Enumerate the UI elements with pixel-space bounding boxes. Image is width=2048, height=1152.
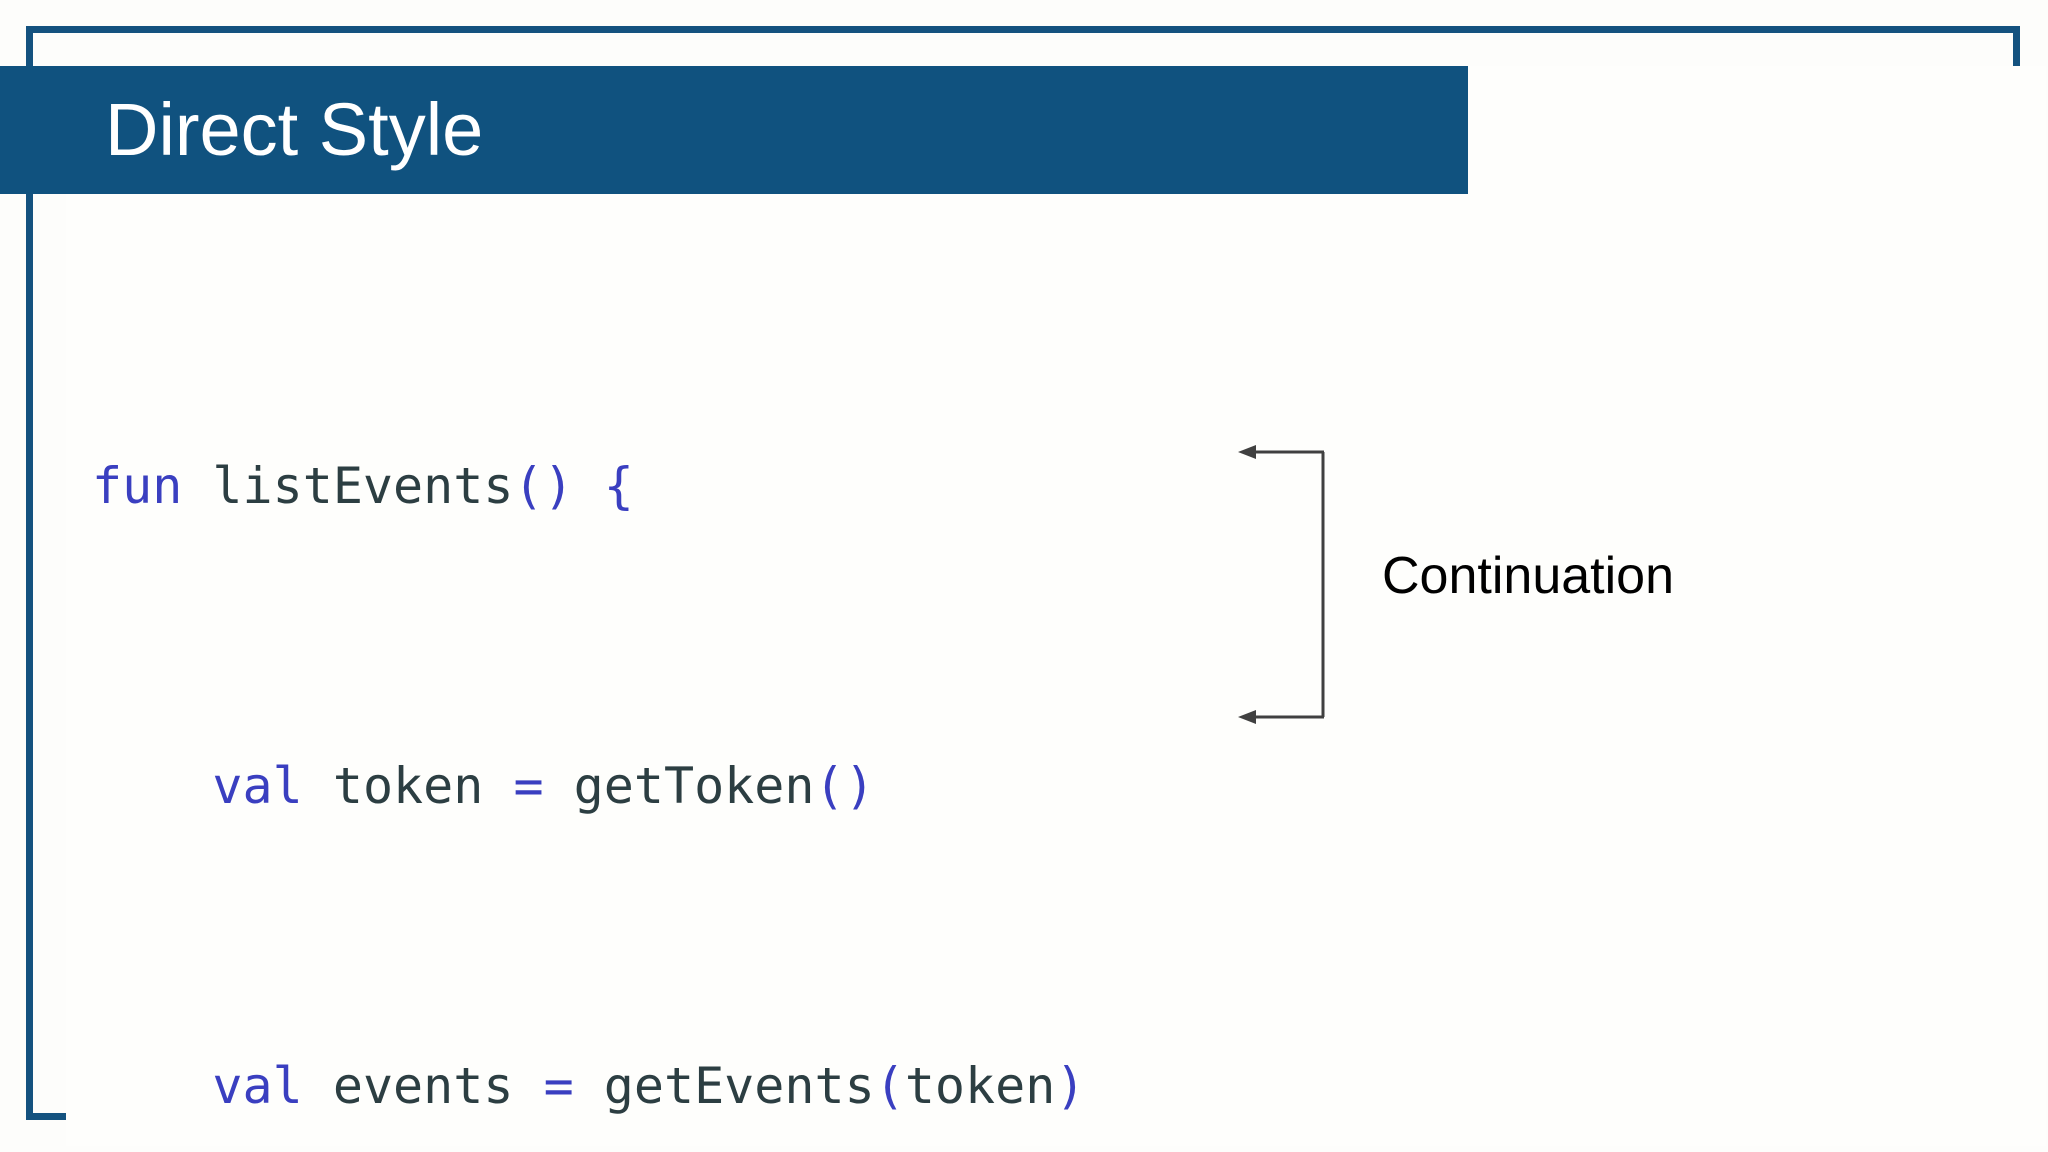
continuation-label: Continuation (1382, 547, 1674, 605)
slide-title-banner: Direct Style (0, 66, 1468, 194)
code-line: val token = getToken() (212, 757, 875, 815)
slide-border-frame (26, 26, 2046, 1146)
code-line: fun listEvents() { (92, 457, 634, 515)
slide-content-area (66, 66, 2046, 1146)
page-title: Direct Style (105, 88, 484, 171)
code-line: val events = getEvents(token) (212, 1057, 1086, 1115)
code-block: fun listEvents() { val token = getToken(… (92, 236, 1492, 1152)
